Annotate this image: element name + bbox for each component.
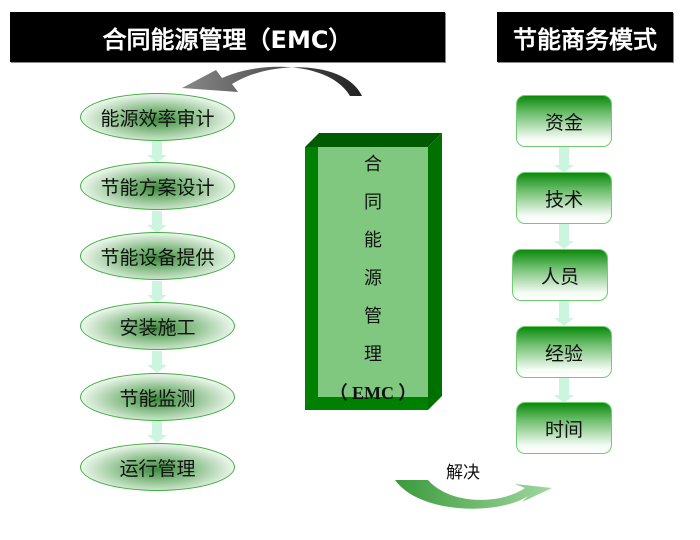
step-operation: 运行管理 bbox=[80, 443, 235, 491]
emc-header: 合同能源管理（EMC） bbox=[10, 12, 445, 62]
emc-char: 管 bbox=[364, 306, 382, 327]
item-connector bbox=[554, 147, 574, 173]
item-personnel: 人员 bbox=[512, 249, 608, 301]
step-installation: 安装施工 bbox=[80, 302, 235, 350]
step-connector bbox=[147, 281, 167, 303]
item-capital: 资金 bbox=[516, 95, 612, 147]
item-technology: 技术 bbox=[516, 172, 612, 224]
step-energy-audit: 能源效率审计 bbox=[80, 93, 235, 141]
emc-box-text: 合 同 能 源 管 理 （ EMC ） bbox=[318, 146, 428, 412]
emc-char: 合 bbox=[364, 154, 382, 175]
emc-suffix: （ EMC ） bbox=[329, 383, 417, 403]
item-time: 时间 bbox=[516, 402, 612, 454]
solve-arrow bbox=[395, 480, 552, 509]
step-connector bbox=[147, 211, 167, 233]
solve-label: 解决 bbox=[446, 463, 480, 483]
emc-box bbox=[305, 133, 442, 410]
step-monitoring: 节能监测 bbox=[80, 373, 235, 421]
step-plan-design: 节能方案设计 bbox=[80, 162, 235, 210]
emc-char: 能 bbox=[364, 230, 382, 251]
item-experience: 经验 bbox=[516, 326, 612, 378]
item-connector bbox=[554, 223, 574, 249]
step-equipment: 节能设备提供 bbox=[80, 232, 235, 280]
emc-char: 同 bbox=[364, 192, 382, 213]
item-connector bbox=[554, 377, 574, 403]
step-connector bbox=[147, 421, 167, 443]
return-arrow bbox=[182, 66, 362, 96]
step-connector bbox=[147, 141, 167, 163]
emc-char: 理 bbox=[364, 344, 382, 365]
step-connector bbox=[147, 351, 167, 373]
business-model-header: 节能商务模式 bbox=[497, 12, 673, 62]
emc-char: 源 bbox=[364, 268, 382, 289]
item-connector bbox=[554, 300, 574, 326]
